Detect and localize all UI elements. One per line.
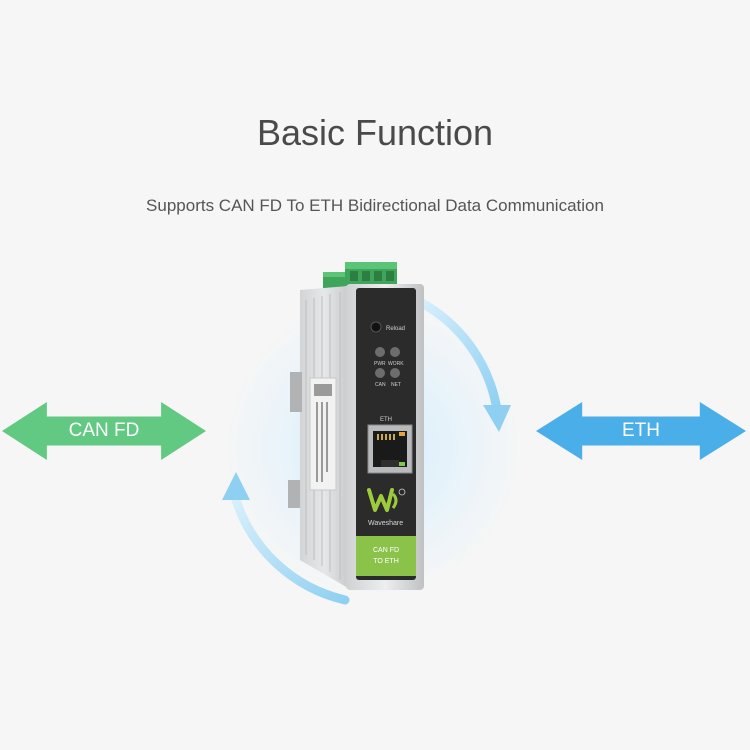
page-title: Basic Function: [256, 112, 494, 153]
eth-port-label: ETH: [380, 417, 392, 423]
work-led: [390, 347, 400, 357]
can-led-label: CAN: [375, 382, 386, 388]
port-link-led: [399, 462, 405, 466]
waveshare-logo-icon: [367, 488, 394, 512]
din-rail-clip: [290, 372, 302, 412]
port-activity-led: [399, 432, 405, 436]
arc-top-right: [415, 297, 502, 415]
product-line-1: CAN FD: [373, 547, 399, 554]
pwr-led-label: PWR: [374, 361, 386, 367]
can-led: [375, 368, 385, 378]
product-line-2: TO ETH: [373, 558, 399, 565]
can-fd-arrow-label: CAN FD: [68, 420, 140, 441]
arc-arrowhead-right-icon: [483, 405, 511, 432]
pwr-led: [375, 347, 385, 357]
circular-flow-arrows: [222, 297, 511, 605]
arc-arrowhead-left-icon: [222, 472, 250, 500]
net-led: [390, 368, 400, 378]
work-led-label: WORK: [388, 361, 404, 367]
led-indicators: PWR WORK CAN NET: [374, 347, 404, 388]
page-subtitle: Supports CAN FD To ETH Bidirectional Dat…: [146, 196, 604, 215]
waveshare-logo: Waveshare: [367, 488, 406, 527]
product-label: [356, 536, 416, 576]
terminal-block: [323, 262, 397, 290]
eth-arrow-label: ETH: [622, 420, 660, 441]
arc-bottom-left: [231, 495, 350, 605]
brand-name: Waveshare: [368, 520, 403, 527]
reload-button: [370, 321, 382, 333]
rj45-port: [367, 424, 413, 474]
net-led-label: NET: [391, 382, 401, 388]
reload-label: Reload: [386, 326, 405, 332]
